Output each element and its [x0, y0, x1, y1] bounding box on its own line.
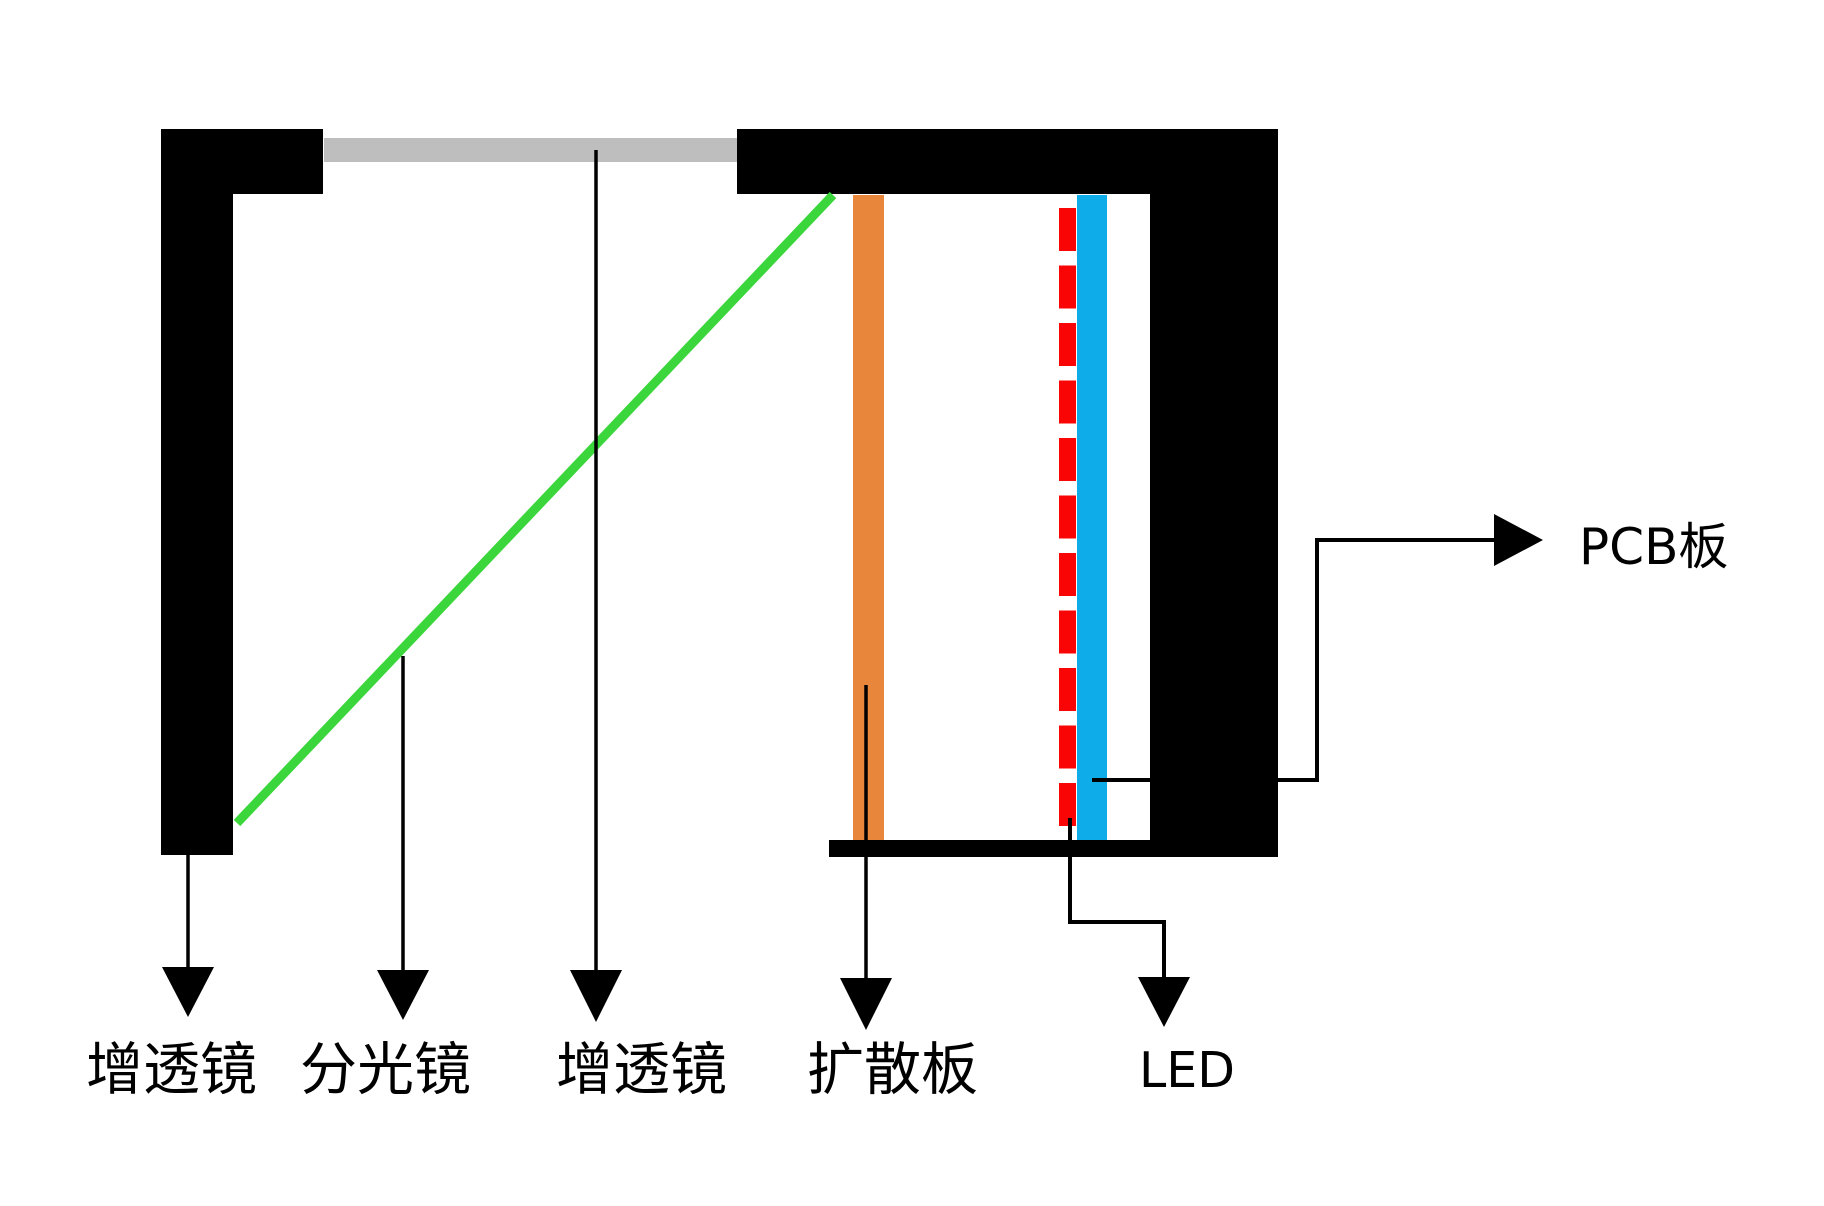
pointer-ar-lens-inner — [570, 150, 622, 1022]
pointer-led-line — [1068, 818, 1166, 981]
label-beam-splitter: 分光镜 — [300, 1037, 471, 1103]
pointer-pcb-line — [1092, 538, 1496, 782]
label-ar-lens-inner: 增透镜 — [556, 1037, 727, 1103]
diffuser-bar — [853, 195, 884, 840]
bottom-housing-bar — [829, 840, 1278, 857]
ar-lens-strip — [324, 138, 737, 162]
pointer-diffuser — [840, 685, 892, 1030]
label-diffuser: 扩散板 — [807, 1037, 978, 1103]
pointer-ar-lens-left — [162, 855, 214, 1017]
pointer-pcb — [1092, 514, 1543, 782]
label-led: LED — [1139, 1042, 1235, 1099]
arrowhead-down-icon — [162, 967, 214, 1017]
pointer-beam-splitter — [377, 656, 429, 1020]
arrowhead-down-icon — [840, 978, 892, 1030]
beam-splitter-line — [233, 191, 837, 827]
led-dash-strip — [1059, 208, 1076, 830]
arrowhead-down-icon — [377, 970, 429, 1020]
label-ar-lens-left: 增透镜 — [86, 1037, 257, 1103]
pcb-bar — [1077, 195, 1107, 840]
arrowhead-right-icon — [1494, 514, 1543, 566]
arrowhead-down-icon — [1138, 977, 1190, 1027]
label-pcb: PCB板 — [1579, 518, 1729, 576]
left-housing-flange — [161, 129, 323, 194]
right-housing-wall — [1150, 129, 1278, 857]
pointer-led — [1068, 818, 1190, 1027]
arrowhead-down-icon — [570, 970, 622, 1022]
left-housing-wall — [161, 129, 233, 855]
